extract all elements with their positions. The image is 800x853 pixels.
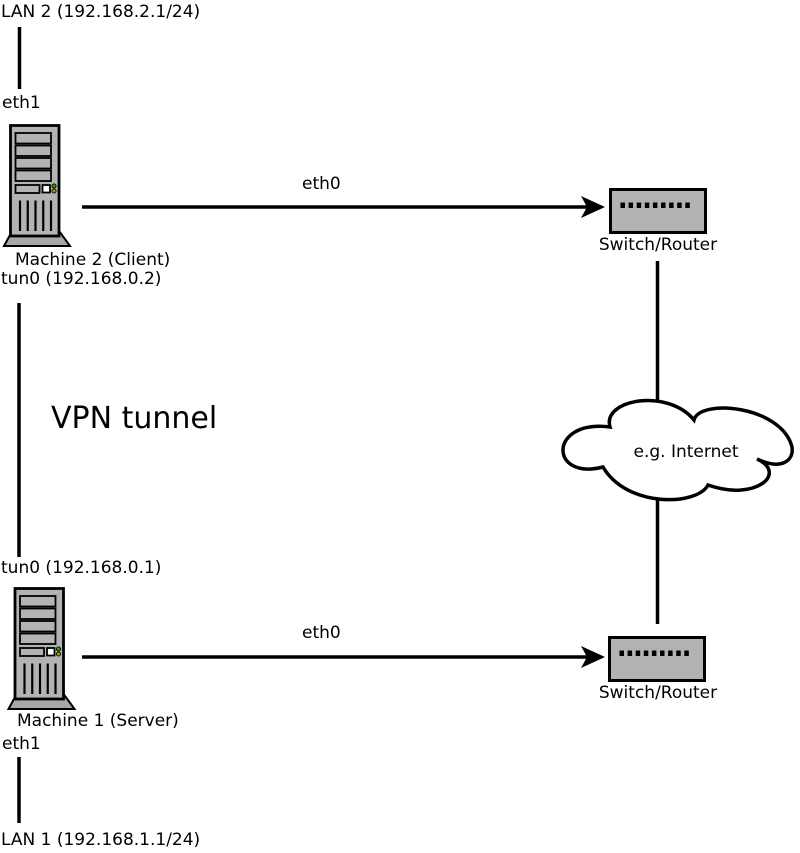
eth0-top-arrow <box>82 196 605 218</box>
arrowhead-icon <box>581 196 605 218</box>
eth0-top-label: eth0 <box>302 174 341 194</box>
machine2-tower-computer-icon <box>2 124 72 248</box>
internet-cloud-icon <box>561 398 794 502</box>
vpn-tunnel-label: VPN tunnel <box>51 401 218 436</box>
eth0-bottom-arrow <box>82 646 605 668</box>
internet-cloud-label: e.g. Internet <box>633 442 739 462</box>
switch-router-top-label: Switch/Router <box>598 235 718 255</box>
eth1-top-label: eth1 <box>2 93 41 113</box>
switch-router-bottom-label: Switch/Router <box>598 683 718 703</box>
tun0-client-label: tun0 (192.168.0.2) <box>1 269 162 289</box>
switch-router-top-icon <box>609 188 707 234</box>
machine1-tower-computer-icon <box>7 587 76 711</box>
eth1-bottom-label: eth1 <box>2 734 41 754</box>
eth0-bottom-label: eth0 <box>302 623 341 643</box>
arrowhead-icon <box>581 646 605 668</box>
tun0-server-label: tun0 (192.168.0.1) <box>1 558 162 578</box>
switch-router-bottom-icon <box>608 636 706 682</box>
lan2-label: LAN 2 (192.168.2.1/24) <box>1 2 201 22</box>
machine2-label: Machine 2 (Client) <box>15 250 171 270</box>
machine1-label: Machine 1 (Server) <box>17 711 179 731</box>
lan1-label: LAN 1 (192.168.1.1/24) <box>1 830 201 850</box>
